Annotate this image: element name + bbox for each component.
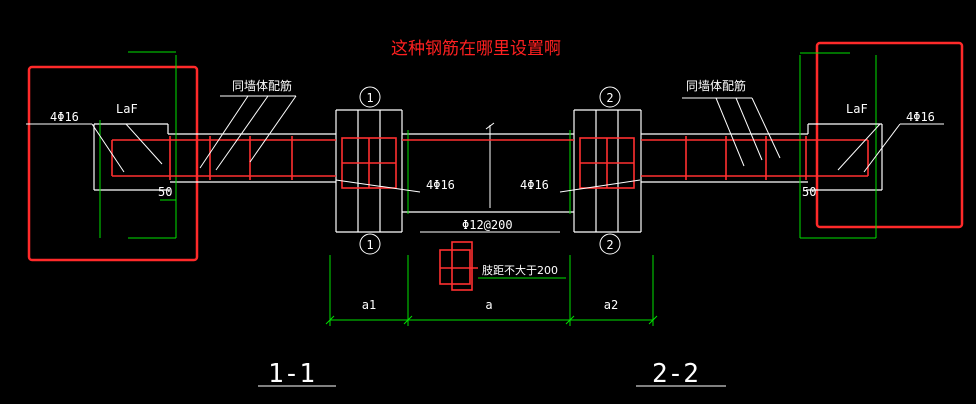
- label-spacing-note: 肢距不大于200: [482, 263, 558, 277]
- mark-1-top-text: 1: [366, 91, 373, 105]
- mark-1-bottom-text: 1: [366, 238, 373, 252]
- label-section-2: 2-2: [652, 359, 699, 389]
- label-dim-a2: a2: [604, 298, 618, 312]
- label-rebar-right: 4Φ16: [906, 110, 935, 124]
- section-mark-2-top: [599, 86, 621, 108]
- wall-outline: [93, 109, 883, 233]
- label-laf-right: LaF: [846, 102, 868, 116]
- label-fifty-right: 50: [802, 185, 816, 199]
- highlight-box-left: [27, 65, 199, 262]
- section-mark-2-bottom: [599, 233, 621, 255]
- rebar-lines: [111, 136, 869, 291]
- text-labels: 同墙体配筋 同墙体配筋 4Φ16 4Φ16 4Φ16 4Φ16 LaF LaF …: [50, 78, 935, 389]
- label-laf-left: LaF: [116, 102, 138, 116]
- label-section-1: 1-1: [268, 359, 315, 389]
- label-fifty-left: 50: [158, 185, 172, 199]
- label-same-wall-left: 同墙体配筋: [232, 78, 292, 93]
- label-rebar-col2: 4Φ16: [520, 178, 549, 192]
- label-rebar-col1: 4Φ16: [426, 178, 455, 192]
- label-dim-a1: a1: [362, 298, 376, 312]
- mark-2-bottom-text: 2: [606, 238, 613, 252]
- label-rebar-left: 4Φ16: [50, 110, 79, 124]
- section-mark-1-bottom: [359, 233, 381, 255]
- section-mark-1-top: [359, 86, 381, 108]
- highlight-box-right: [815, 41, 964, 229]
- section-marks: 1 1 2 2: [359, 86, 621, 255]
- mark-2-top-text: 2: [606, 91, 613, 105]
- label-stirrup: Φ12@200: [462, 218, 513, 232]
- leader-lines: [26, 95, 944, 193]
- question-text: 这种钢筋在哪里设置啊: [391, 39, 561, 59]
- label-dim-a: a: [485, 298, 492, 312]
- dimension-lines: [99, 51, 877, 387]
- label-same-wall-right: 同墙体配筋: [686, 78, 746, 93]
